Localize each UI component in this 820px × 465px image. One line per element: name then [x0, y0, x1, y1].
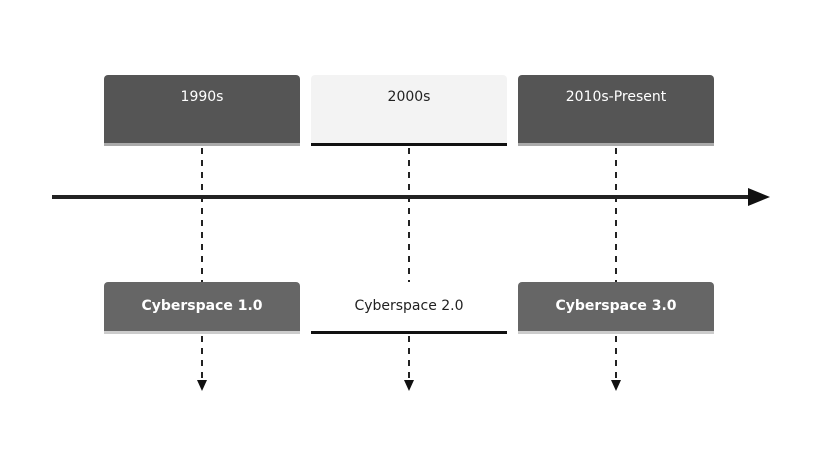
- timeline-arrowhead-icon: [748, 188, 770, 206]
- period-2010s-present[interactable]: 2010s-Present: [518, 75, 714, 146]
- event-cyberspace-1[interactable]: Cyberspace 1.0: [104, 282, 300, 334]
- event-label: Cyberspace 3.0: [555, 297, 677, 314]
- arrow-down-icon: [611, 380, 621, 391]
- arrow-down-icon: [404, 380, 414, 391]
- event-label: Cyberspace 2.0: [354, 297, 464, 314]
- period-label: 2000s: [387, 89, 431, 105]
- period-label: 1990s: [180, 89, 224, 105]
- period-label: 2010s-Present: [565, 89, 667, 105]
- period-2000s[interactable]: 2000s: [311, 75, 507, 146]
- arrow-down-icon: [197, 380, 207, 391]
- period-1990s[interactable]: 1990s: [104, 75, 300, 146]
- event-label: Cyberspace 1.0: [141, 297, 263, 314]
- event-cyberspace-3[interactable]: Cyberspace 3.0: [518, 282, 714, 334]
- event-cyberspace-2[interactable]: Cyberspace 2.0: [311, 282, 507, 334]
